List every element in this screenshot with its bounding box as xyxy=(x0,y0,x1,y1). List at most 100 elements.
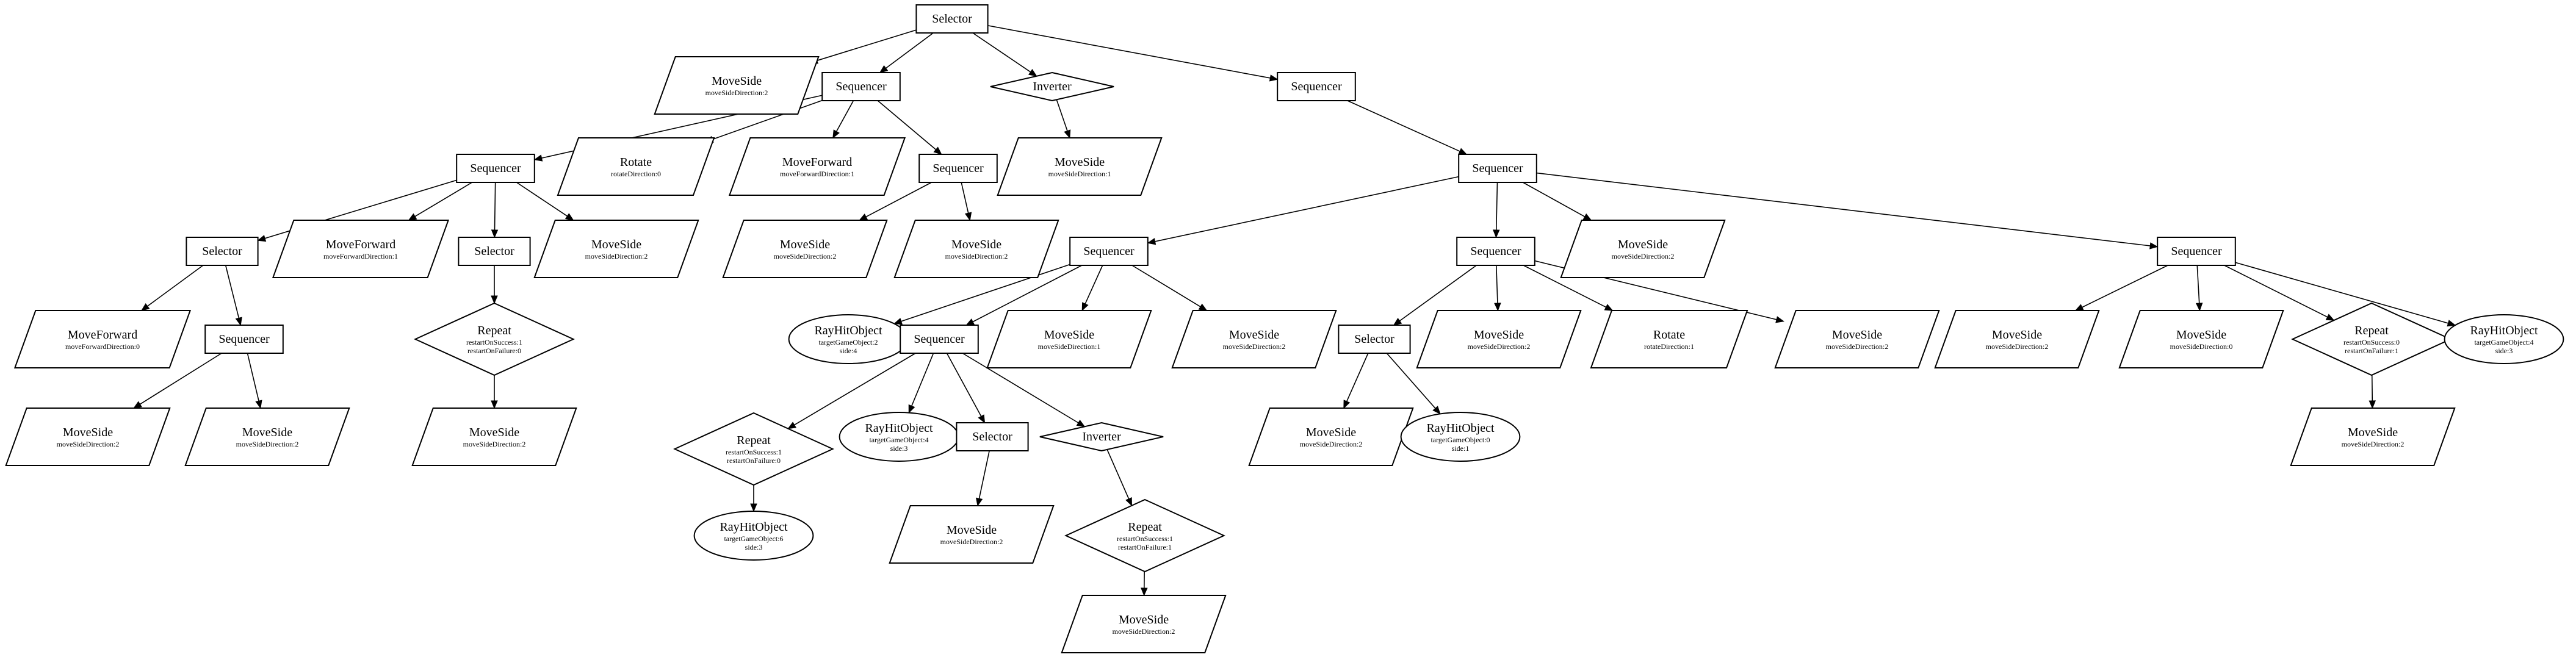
edge-line xyxy=(1523,182,1584,217)
edge-arrowhead xyxy=(1126,498,1131,506)
node-param: moveSideDirection:2 xyxy=(1468,342,1531,351)
edge-line xyxy=(2197,265,2199,303)
node-selector-rect: Selector xyxy=(916,5,987,33)
edge-arrowhead xyxy=(236,317,242,325)
node-param: restartOnSuccess:1 xyxy=(1117,534,1173,543)
edge-n11-n20 xyxy=(1523,182,1591,220)
edge-n12-n22 xyxy=(142,265,203,311)
node-param: moveSideDirection:2 xyxy=(2342,440,2405,448)
node-param: restartOnFailure:0 xyxy=(467,346,521,355)
edge-arrowhead xyxy=(880,66,888,73)
edge-arrowhead xyxy=(833,130,839,138)
edge-arrowhead xyxy=(1269,75,1277,81)
node-label: MoveSide xyxy=(947,523,997,537)
edge-arrowhead xyxy=(134,401,142,408)
edge-arrowhead xyxy=(1495,303,1501,311)
node-label: MoveSide xyxy=(1618,238,1668,251)
edge-n4-n10 xyxy=(1056,99,1070,138)
edge-arrowhead xyxy=(1082,303,1088,311)
node-repeat-diamond: RepeatrestartOnSuccess:0restartOnFailure… xyxy=(2292,303,2450,375)
edge-line xyxy=(247,353,259,401)
node-label: Selector xyxy=(474,245,514,258)
edge-n21-n34 xyxy=(2196,265,2203,311)
edge-arrowhead xyxy=(1029,70,1037,76)
edge-n14-n24 xyxy=(491,265,497,303)
edge-arrowhead xyxy=(1583,214,1591,220)
edge-n35-n46 xyxy=(2369,375,2375,408)
node-param: moveSideDirection:2 xyxy=(705,88,768,97)
edge-arrowhead xyxy=(256,400,262,408)
node-repeat-diamond: RepeatrestartOnSuccess:1restartOnFailure… xyxy=(1066,500,1224,572)
edge-line xyxy=(1132,265,1200,307)
node-label: Selector xyxy=(1354,332,1394,346)
edge-line xyxy=(1155,177,1459,242)
edge-n24-n39 xyxy=(491,375,497,408)
node-label: Sequencer xyxy=(1083,245,1135,258)
node-label: MoveSide xyxy=(1832,328,1882,342)
edge-arrowhead xyxy=(978,415,984,423)
edge-line xyxy=(988,26,1271,78)
node-param: restartOnFailure:0 xyxy=(727,456,781,465)
node-sequencer-rect: Sequencer xyxy=(900,325,978,353)
node-label: Selector xyxy=(972,430,1012,443)
edge-arrowhead xyxy=(1394,318,1402,325)
node-label: Sequencer xyxy=(2171,245,2222,258)
edge-line xyxy=(1347,353,1368,401)
node-selector-rect: Selector xyxy=(956,423,1028,451)
node-param: rotateDirection:1 xyxy=(1644,342,1694,351)
edge-arrowhead xyxy=(788,422,796,428)
edge-n5-n11 xyxy=(1348,101,1467,154)
node-sequencer-rect: Sequencer xyxy=(822,73,900,101)
edge-line xyxy=(912,353,934,406)
edge-line xyxy=(1085,265,1102,304)
edge-arrowhead xyxy=(966,319,974,325)
node-param: moveSideDirection:2 xyxy=(940,537,1003,546)
edge-n1-n2 xyxy=(810,30,916,63)
node-label: Sequencer xyxy=(933,162,984,175)
edge-n9-n17 xyxy=(961,182,971,220)
edge-arrowhead xyxy=(2369,401,2375,408)
edge-arrowhead xyxy=(894,318,902,324)
node-param: targetGameObject:4 xyxy=(2474,338,2533,346)
node-label: Sequencer xyxy=(1291,80,1342,93)
node-sequencer-rect: Sequencer xyxy=(919,154,997,182)
edge-n6-n14 xyxy=(492,182,498,237)
node-param: moveSideDirection:2 xyxy=(1826,342,1889,351)
node-param: moveSideDirection:2 xyxy=(1986,342,2049,351)
edge-arrowhead xyxy=(976,498,983,506)
node-param: moveForwardDirection:1 xyxy=(323,252,398,260)
node-param: moveSideDirection:2 xyxy=(1612,252,1675,260)
edge-line xyxy=(148,265,203,306)
edge-n18-n27 xyxy=(1082,265,1102,311)
node-label: MoveSide xyxy=(2348,426,2398,439)
node-param: moveForwardDirection:1 xyxy=(780,170,854,178)
node-label: RayHitObject xyxy=(865,422,933,435)
edge-line xyxy=(1107,450,1128,499)
node-sequencer-rect: Sequencer xyxy=(1277,73,1355,101)
node-param: targetGameObject:4 xyxy=(869,436,928,444)
edge-line xyxy=(886,33,933,68)
edge-arrowhead xyxy=(491,401,497,408)
edge-arrowhead xyxy=(1064,130,1070,138)
node-sequencer-rect: Sequencer xyxy=(2157,237,2235,265)
node-selector-rect: Selector xyxy=(458,237,530,265)
node-label: RayHitObject xyxy=(814,324,882,337)
edge-arrowhead xyxy=(566,214,574,220)
node-param: side:1 xyxy=(1452,444,1470,453)
node-label: MoveSide xyxy=(242,426,292,439)
node-label: Repeat xyxy=(737,434,771,447)
edge-line xyxy=(415,182,472,217)
edge-arrowhead xyxy=(1077,420,1084,426)
node-label: MoveForward xyxy=(68,328,137,342)
node-sequencer-rect: Sequencer xyxy=(1457,237,1535,265)
